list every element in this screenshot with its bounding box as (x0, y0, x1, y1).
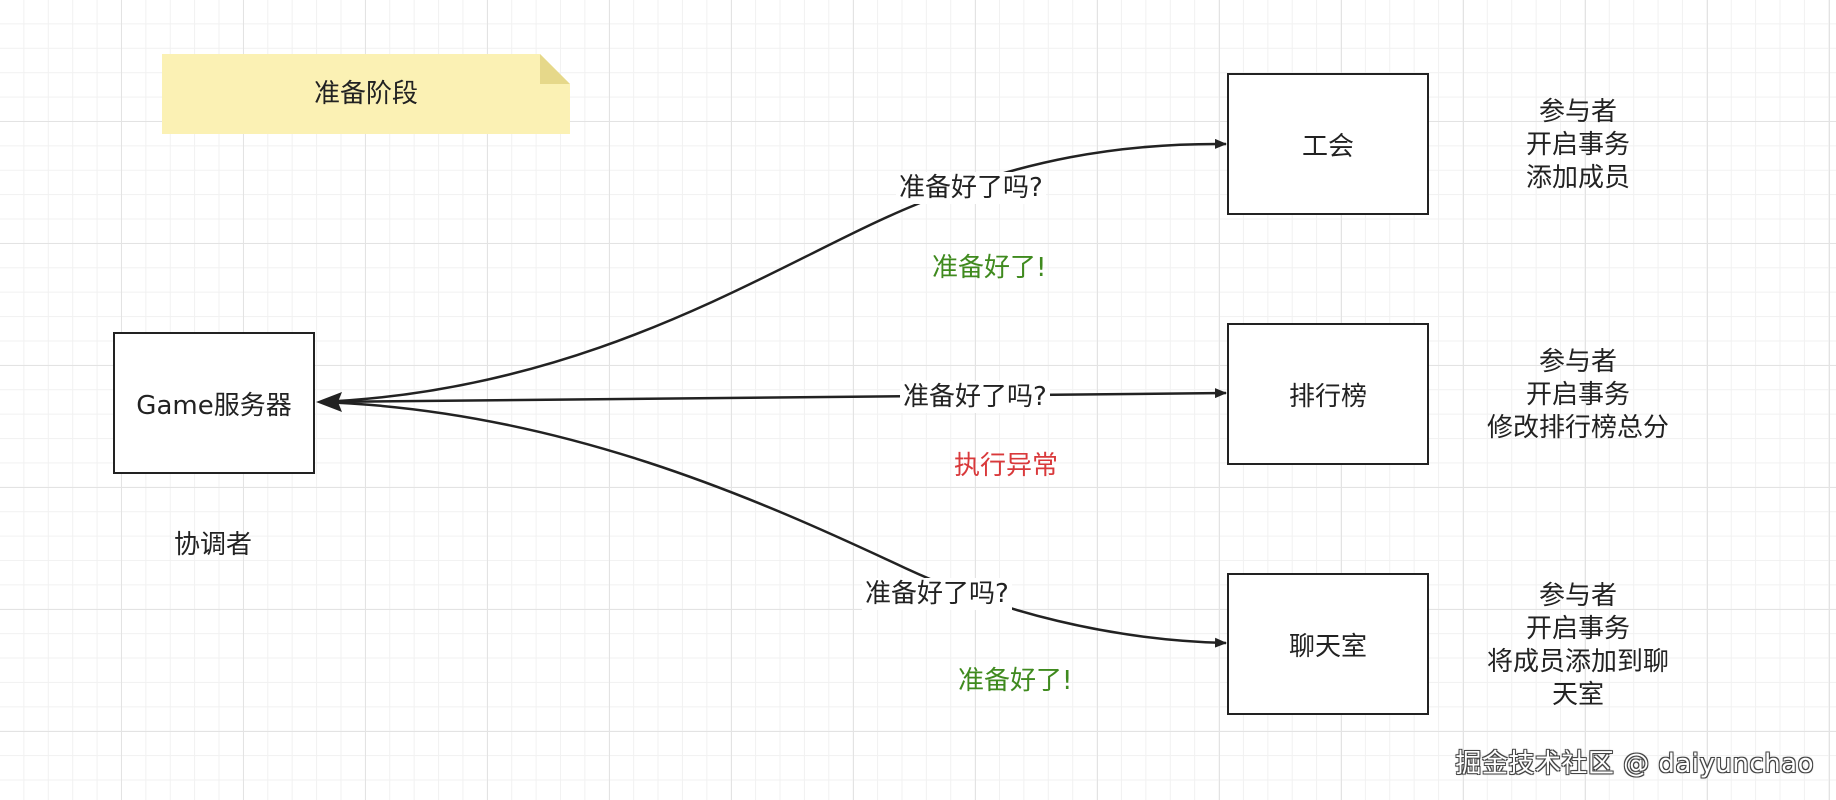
node-leaderboard[interactable]: 排行榜 (1227, 323, 1429, 465)
edge-label-guild: 准备好了吗? (896, 172, 1046, 204)
node-game-server-label: Game服务器 (136, 390, 292, 421)
edge-label-rank: 准备好了吗? (900, 381, 1050, 413)
node-guild-label: 工会 (1301, 131, 1354, 162)
phase-note-text: 准备阶段 (313, 79, 418, 109)
guild-note-line: 开启事务 (1525, 130, 1630, 160)
reply-guild-ok: 准备好了! (932, 253, 1047, 283)
phase-note: 准备阶段 (162, 54, 570, 134)
node-leaderboard-label: 排行榜 (1288, 381, 1367, 412)
leaderboard-note-line: 修改排行榜总分 (1486, 413, 1669, 443)
node-guild[interactable]: 工会 (1227, 73, 1429, 215)
chatroom-note-line: 开启事务 (1525, 614, 1630, 644)
reply-rank-error: 执行异常 (954, 451, 1059, 481)
arrowhead-into-server (316, 392, 342, 412)
reply-chat-ok: 准备好了! (958, 666, 1073, 696)
edge-server-rank (319, 388, 1227, 404)
chatroom-note-line: 天室 (1551, 680, 1604, 710)
guild-note-line: 添加成员 (1525, 163, 1630, 193)
edge-server-guild (319, 138, 1227, 404)
leaderboard-note-line: 参与者 (1538, 347, 1617, 377)
guild-note-line: 参与者 (1538, 97, 1617, 127)
leaderboard-participant-notes: 参与者 开启事务 修改排行榜总分 (1478, 346, 1678, 445)
edge-label-chat: 准备好了吗? (862, 578, 1012, 610)
node-chatroom[interactable]: 聊天室 (1227, 573, 1429, 715)
leaderboard-note-line: 开启事务 (1525, 380, 1630, 410)
watermark: 掘金技术社区 @ daiyunchao (1455, 749, 1814, 779)
chatroom-participant-notes: 参与者 开启事务 将成员添加到聊 天室 (1478, 580, 1678, 712)
chatroom-note-line: 将成员添加到聊 (1486, 647, 1669, 677)
edge-server-chat (319, 400, 1227, 648)
node-game-server[interactable]: Game服务器 (113, 332, 315, 474)
chatroom-note-line: 参与者 (1538, 581, 1617, 611)
coordinator-caption: 协调者 (174, 530, 253, 560)
guild-participant-notes: 参与者 开启事务 添加成员 (1478, 96, 1678, 195)
node-chatroom-label: 聊天室 (1288, 631, 1367, 662)
